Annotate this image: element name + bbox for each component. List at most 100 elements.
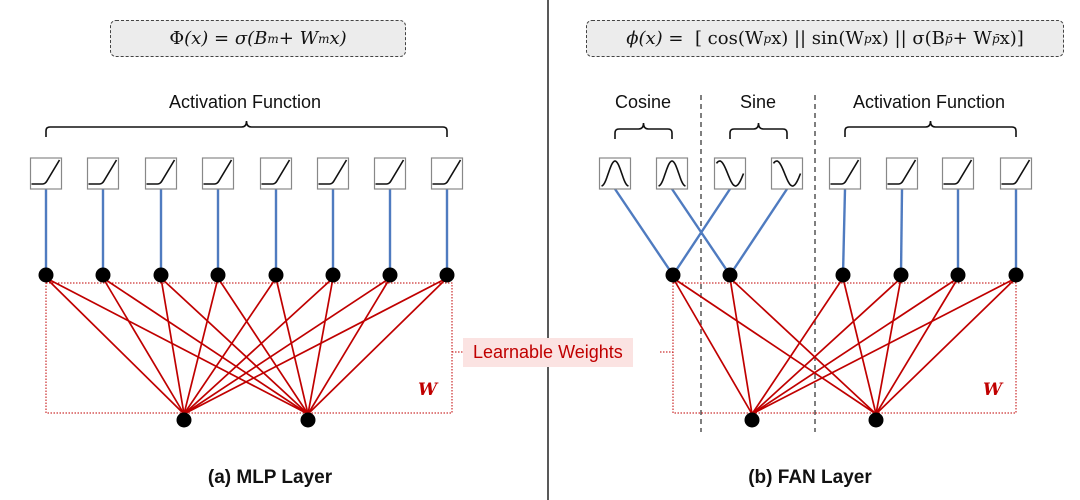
mlp-weight-edge	[307, 277, 391, 415]
mlp-weight-symbol: W	[418, 380, 438, 400]
relu-curve-icon	[830, 159, 860, 185]
mlp-formula-mid: + W	[278, 28, 319, 49]
mlp-output-node	[38, 267, 54, 283]
mlp-formula-sub-b: m	[267, 31, 279, 46]
fan-weight-edge	[875, 277, 959, 415]
relu-curve-icon	[203, 159, 233, 185]
fan-cosine-label: Cosine	[614, 92, 672, 112]
fan-weight-edge	[672, 277, 753, 415]
mlp-activation-label: Activation Function	[168, 92, 322, 112]
fan-cosine-brace	[614, 122, 673, 139]
fan-sine-brace	[729, 122, 788, 139]
relu-curve-icon	[1001, 159, 1031, 185]
mlp-output-node	[268, 267, 284, 283]
fan-weight-edge	[729, 277, 753, 415]
mlp-weight-edge	[183, 277, 219, 415]
fan-formula-sin-sub: p	[863, 31, 872, 46]
mlp-output-node	[325, 267, 341, 283]
cos-curve-icon	[601, 160, 629, 187]
cos-curve-icon	[658, 160, 686, 187]
fan-activation-edge	[841, 188, 847, 276]
relu-curve-icon	[31, 159, 61, 185]
fan-output-node	[835, 267, 851, 283]
sin-curve-icon	[772, 160, 802, 187]
fan-sine-box	[713, 157, 747, 190]
relu-curve-icon	[375, 159, 405, 185]
relu-curve-icon	[943, 159, 973, 185]
mlp-weight-edge	[183, 277, 334, 415]
fan-sine-box	[770, 157, 804, 190]
mlp-input-node	[300, 412, 316, 428]
fan-output-node	[722, 267, 738, 283]
fan-weight-edge	[751, 277, 844, 415]
fan-weight-edge	[875, 277, 1017, 415]
fan-weight-edge	[842, 277, 877, 415]
relu-curve-icon	[318, 159, 348, 185]
mlp-formula-end: x)	[329, 28, 347, 49]
fan-output-node	[1008, 267, 1024, 283]
fan-formula-sigma: x) || σ(B	[871, 28, 945, 49]
mlp-weight-edge	[307, 277, 334, 415]
fan-formula-lhs: ϕ(x) =	[626, 28, 684, 49]
fan-formula-plus: + W	[952, 28, 992, 49]
mlp-output-node	[95, 267, 111, 283]
mlp-weight-edge	[102, 277, 309, 415]
relu-curve-icon	[887, 159, 917, 185]
mlp-weight-edge	[183, 277, 391, 415]
mlp-weight-edge	[45, 277, 185, 415]
fan-formula-b-sub: p̄	[944, 31, 953, 46]
fan-output-node	[950, 267, 966, 283]
mlp-weight-edge	[183, 277, 277, 415]
fan-input-node	[744, 412, 760, 428]
fan-periodic-edge	[728, 188, 789, 276]
fan-weight-edge	[729, 277, 877, 415]
mlp-formula-sub-w: m	[318, 31, 330, 46]
fan-caption: (b) FAN Layer	[748, 467, 872, 488]
fan-periodic-edge	[614, 188, 674, 276]
fan-activation-brace	[844, 120, 1017, 137]
mlp-weight-edge	[102, 277, 185, 415]
mlp-weight-edge	[275, 277, 309, 415]
fan-activation-edge	[899, 188, 904, 276]
fan-output-node	[665, 267, 681, 283]
mlp-formula-rhs: σ(B	[234, 28, 268, 49]
fan-formula-sin: x) || sin(W	[771, 28, 864, 49]
fan-periodic-edge	[671, 188, 732, 276]
fan-formula-cos: [ cos(W	[694, 28, 764, 49]
fan-weight-edge	[751, 277, 902, 415]
mlp-weight-edge	[183, 277, 448, 415]
mlp-weight-box	[45, 282, 453, 414]
relu-curve-icon	[261, 159, 291, 185]
fan-sine-label: Sine	[739, 92, 777, 112]
relu-curve-icon	[432, 159, 462, 185]
mlp-output-node	[210, 267, 226, 283]
sin-curve-icon	[715, 160, 745, 187]
learnable-weights-label: Learnable Weights	[463, 338, 633, 367]
mlp-output-node	[439, 267, 455, 283]
mlp-weight-edge	[160, 277, 185, 415]
mlp-output-node	[382, 267, 398, 283]
mlp-output-node	[153, 267, 169, 283]
fan-activation-label: Activation Function	[852, 92, 1006, 112]
mlp-input-node	[176, 412, 192, 428]
fan-formula-end: x)]	[999, 28, 1024, 49]
fan-formula-w-sub: p̄	[991, 31, 1000, 46]
mlp-formula-lhs-arg: (x) =	[184, 28, 230, 49]
fan-weight-edge	[875, 277, 902, 415]
fan-weight-edge	[751, 277, 1017, 415]
fan-formula-cos-sub: p	[763, 31, 772, 46]
mlp-caption: (a) MLP Layer	[207, 467, 333, 488]
relu-curve-icon	[88, 159, 118, 185]
relu-curve-icon	[146, 159, 176, 185]
fan-output-node	[893, 267, 909, 283]
mlp-formula-lhs-symbol: Φ	[169, 28, 185, 49]
mlp-weight-edge	[160, 277, 309, 415]
fan-weight-symbol: W	[983, 380, 1003, 400]
fan-weight-edge	[672, 277, 877, 415]
fan-input-node	[868, 412, 884, 428]
mlp-weight-edge	[307, 277, 448, 415]
fan-weight-edge	[751, 277, 959, 415]
